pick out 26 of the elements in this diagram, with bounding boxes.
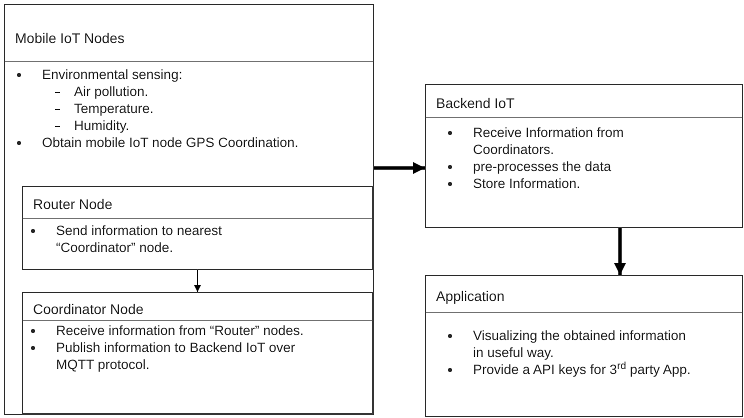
bullet-item: Visualizing the obtained information in useful way. [448,327,693,361]
arrow [374,162,425,174]
bullet-item: Air pollution. [17,83,365,100]
arrow [194,270,201,292]
process-box [22,186,373,270]
box-title: Application [436,288,504,304]
process-box [425,275,743,417]
box-title: Mobile IoT Nodes [15,30,124,46]
box-title: Backend IoT [436,95,515,111]
bullet-item: Environmental sensing: [17,66,365,83]
bullet-item: Receive information from “Router” nodes. [31,322,321,339]
bullet-item: pre-processes the data [448,158,678,175]
arrow [614,228,626,275]
process-box [4,4,374,415]
process-box [425,84,743,228]
box-title: Coordinator Node [33,301,144,317]
bullet-item: Provide a API keys for 3$^{rd}$ party App. [448,361,693,378]
bullet-item: Store Information. [448,175,678,192]
box-title: Router Node [33,196,112,212]
bullet-item: Receive Information from Coordinators. [448,124,678,158]
bullet-item: Temperature. [17,100,365,117]
bullet-item: Obtain mobile IoT node GPS Coordination. [17,134,365,151]
bullet-item: Publish information to Backend IoT over MQTT protocol. [31,339,321,373]
bullet-item: Humidity. [17,117,365,134]
process-box [22,292,373,414]
bullet-item: Send information to nearest “Coordinator” node. [31,222,291,256]
